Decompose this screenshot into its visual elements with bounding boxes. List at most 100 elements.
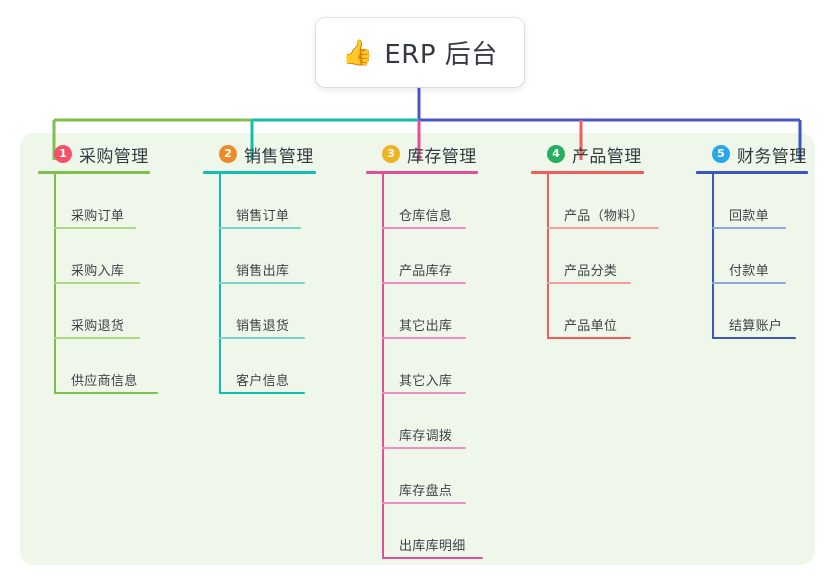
branch-item[interactable]: 其它入库 — [382, 339, 521, 394]
branch-5: 5 财务管理回款单付款单结算账户 — [696, 141, 836, 339]
branch-item-rule — [382, 337, 466, 339]
branch-item-label: 产品单位 — [564, 319, 618, 334]
branch-item-label: 产品库存 — [399, 264, 453, 279]
branch-item[interactable]: 产品单位 — [547, 284, 686, 339]
branch-item-label: 客户信息 — [236, 374, 290, 389]
branch-item[interactable]: 销售订单 — [219, 174, 353, 229]
branch-item-rule — [712, 282, 786, 284]
root-node[interactable]: 👍 ERP 后台 — [316, 18, 524, 87]
branch-title-1: 采购管理 — [79, 146, 149, 167]
branch-item[interactable]: 产品（物料） — [547, 174, 686, 229]
branch-item-label: 销售退货 — [236, 319, 290, 334]
branch-badge-4: 4 — [547, 145, 565, 163]
branch-header-3[interactable]: 3 库存管理 — [366, 141, 521, 167]
root-node-title: ERP 后台 — [384, 40, 498, 70]
branch-header-rule-1 — [38, 171, 150, 174]
branch-item[interactable]: 出库库明细 — [382, 504, 521, 559]
branch-item[interactable]: 库存盘点 — [382, 449, 521, 504]
branch-title-3: 库存管理 — [407, 146, 477, 167]
branch-badge-3: 3 — [382, 145, 400, 163]
branch-item-label: 采购退货 — [71, 319, 125, 334]
branch-header-rule-5 — [696, 171, 808, 174]
branch-item-rule — [54, 392, 158, 394]
branch-item[interactable]: 结算账户 — [712, 284, 836, 339]
branch-item[interactable]: 销售出库 — [219, 229, 353, 284]
branch-item-label: 销售出库 — [236, 264, 290, 279]
branch-item-rule — [712, 337, 796, 339]
branch-item[interactable]: 客户信息 — [219, 339, 353, 394]
branch-children-5: 回款单付款单结算账户 — [696, 174, 836, 339]
branch-item-label: 产品（物料） — [564, 209, 644, 224]
branch-header-rule-4 — [531, 171, 644, 174]
branch-item-label: 库存盘点 — [399, 484, 453, 499]
branch-item[interactable]: 供应商信息 — [54, 339, 188, 394]
branch-item-label: 销售订单 — [236, 209, 290, 224]
branch-item[interactable]: 付款单 — [712, 229, 836, 284]
branch-title-4: 产品管理 — [572, 146, 642, 167]
branch-spine-2 — [219, 174, 221, 394]
branch-item-label: 回款单 — [729, 209, 769, 224]
branch-item-rule — [219, 227, 301, 229]
branch-item-label: 结算账户 — [729, 319, 783, 334]
branch-spine-4 — [547, 174, 549, 339]
branch-children-4: 产品（物料） 产品分类产品单位 — [531, 174, 686, 339]
branch-item[interactable]: 仓库信息 — [382, 174, 521, 229]
branch-item-label: 其它出库 — [399, 319, 453, 334]
branch-item-label: 付款单 — [729, 264, 769, 279]
branch-children-3: 仓库信息产品库存其它出库其它入库库存调拨库存盘点出库库明细 — [366, 174, 521, 559]
branch-item[interactable]: 产品分类 — [547, 229, 686, 284]
branch-item-rule — [54, 337, 140, 339]
thumbs-up-icon: 👍 — [342, 38, 374, 67]
branch-item[interactable]: 采购入库 — [54, 229, 188, 284]
branch-spine-3 — [382, 174, 384, 559]
branch-item[interactable]: 采购订单 — [54, 174, 188, 229]
branch-item-label: 供应商信息 — [71, 374, 138, 389]
branch-item-label: 库存调拨 — [399, 429, 453, 444]
branch-spine-1 — [54, 174, 56, 394]
branch-item[interactable]: 其它出库 — [382, 284, 521, 339]
branch-item[interactable]: 回款单 — [712, 174, 836, 229]
branch-item[interactable]: 库存调拨 — [382, 394, 521, 449]
branch-header-1[interactable]: 1 采购管理 — [38, 141, 188, 167]
branch-spine-5 — [712, 174, 714, 339]
branch-item-rule — [219, 282, 305, 284]
branch-header-rule-3 — [366, 171, 478, 174]
branch-item-rule — [382, 502, 466, 504]
branch-badge-2: 2 — [219, 145, 237, 163]
branch-children-2: 销售订单销售出库销售退货客户信息 — [203, 174, 353, 394]
branch-header-5[interactable]: 5 财务管理 — [696, 141, 836, 167]
branch-item[interactable]: 销售退货 — [219, 284, 353, 339]
diagram-canvas — [20, 133, 815, 565]
branch-badge-5: 5 — [712, 145, 730, 163]
branch-item-rule — [382, 447, 466, 449]
branch-children-1: 采购订单采购入库采购退货供应商信息 — [38, 174, 188, 394]
branch-item-rule — [219, 392, 305, 394]
branch-title-5: 财务管理 — [737, 146, 807, 167]
branch-item-rule — [712, 227, 786, 229]
branch-item-label: 其它入库 — [399, 374, 453, 389]
branch-item-label: 产品分类 — [564, 264, 618, 279]
branch-item-rule — [219, 337, 305, 339]
branch-item-rule — [382, 282, 466, 284]
branch-item-rule — [382, 227, 466, 229]
branch-item[interactable]: 采购退货 — [54, 284, 188, 339]
branch-item-rule — [547, 282, 631, 284]
branch-item-label: 出库库明细 — [399, 539, 466, 554]
branch-3: 3 库存管理仓库信息产品库存其它出库其它入库库存调拨库存盘点出库库明细 — [366, 141, 521, 559]
branch-item-label: 仓库信息 — [399, 209, 453, 224]
branch-item-label: 采购入库 — [71, 264, 125, 279]
branch-item-rule — [547, 227, 659, 229]
branch-item-rule — [382, 392, 466, 394]
branch-item-rule — [54, 282, 140, 284]
branch-4: 4 产品管理产品（物料） 产品分类产品单位 — [531, 141, 686, 339]
branch-item-rule — [547, 337, 631, 339]
branch-header-rule-2 — [203, 171, 316, 174]
branch-item-label: 采购订单 — [71, 209, 125, 224]
branch-badge-1: 1 — [54, 145, 72, 163]
branch-1: 1 采购管理采购订单采购入库采购退货供应商信息 — [38, 141, 188, 394]
branch-item-rule — [54, 227, 136, 229]
branch-header-4[interactable]: 4 产品管理 — [531, 141, 686, 167]
branch-item[interactable]: 产品库存 — [382, 229, 521, 284]
